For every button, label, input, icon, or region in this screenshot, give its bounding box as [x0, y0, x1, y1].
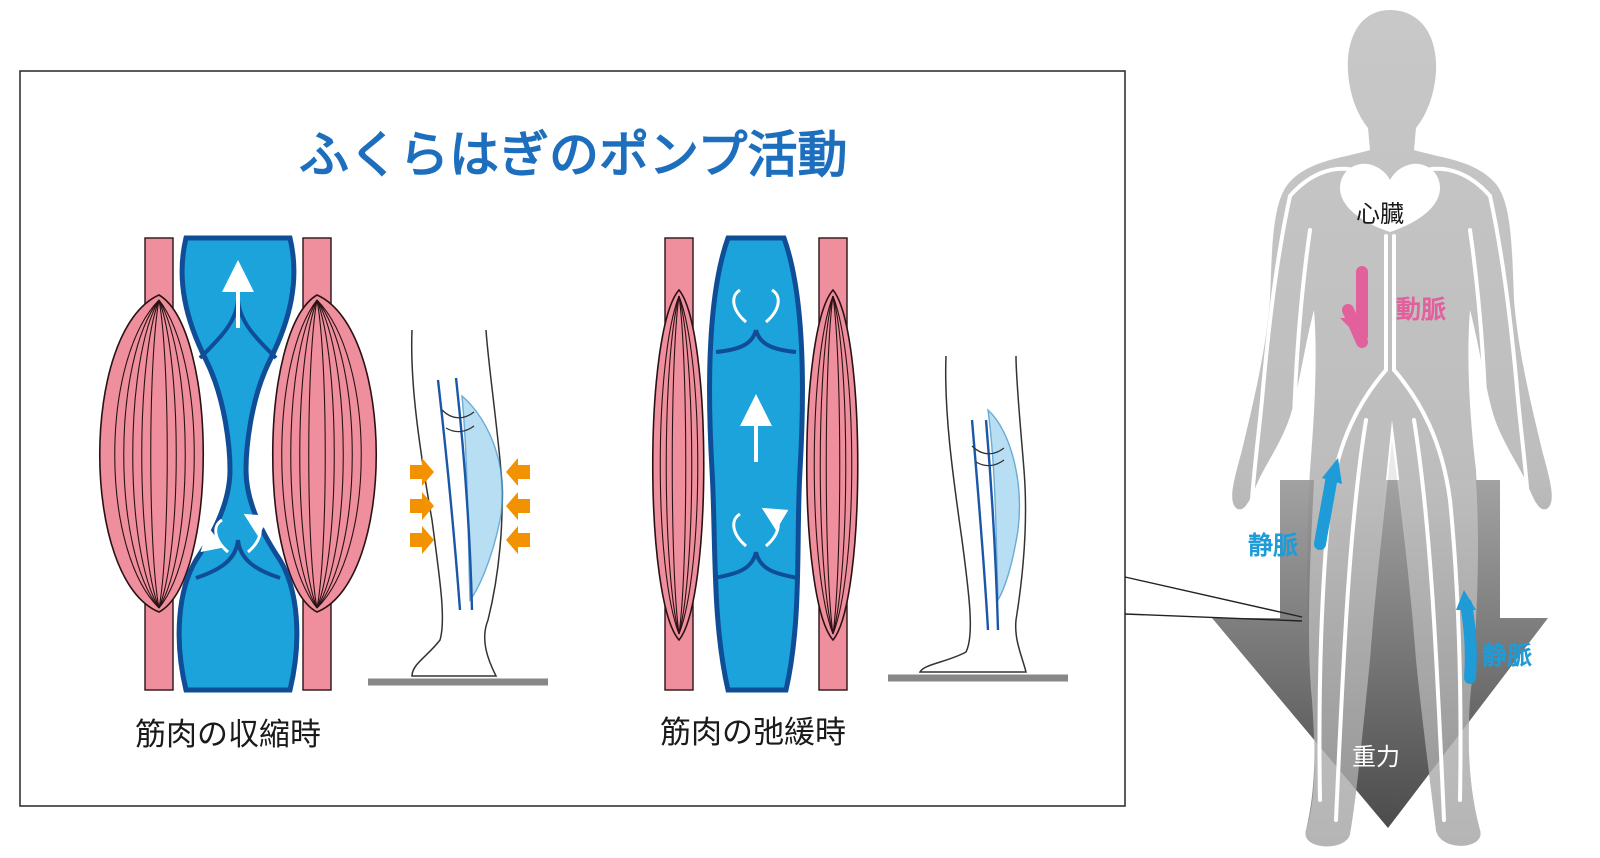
- heart-shape: [1340, 163, 1440, 232]
- contracted-muscle-right: [271, 237, 377, 691]
- relaxed-muscle-right: [805, 237, 859, 691]
- relaxed-swirl: [732, 288, 779, 548]
- vessel-network: [1250, 166, 1530, 822]
- pressure-arrow: [506, 458, 530, 486]
- callout-box: ふくらはぎのポンプ活動: [19, 70, 1303, 807]
- vein-arrow-left: [1314, 458, 1342, 550]
- pressure-arrow: [410, 526, 434, 554]
- caption-contraction: 筋肉の収縮時: [135, 717, 321, 753]
- relaxed-leg: [918, 355, 1027, 673]
- relaxed-muscle-left: [651, 237, 705, 691]
- relaxed-group: 筋肉の弛緩時: [651, 235, 1068, 751]
- artery-label: 動脈: [1396, 295, 1446, 324]
- heart-label: 心臓: [1356, 200, 1404, 228]
- human-body-figure: 心臓 動脈 静脈 静脈 重力: [1212, 10, 1552, 847]
- legs-overlay: [1305, 440, 1481, 847]
- contracted-swirl-right: [243, 513, 271, 554]
- diagram-title: ふくらはぎのポンプ活動: [299, 126, 848, 184]
- vein-label-right: 静脈: [1482, 641, 1532, 670]
- relaxed-valve-top: [715, 329, 797, 354]
- contracted-group: 筋肉の収縮時: [99, 235, 548, 753]
- pressure-arrow: [410, 492, 434, 520]
- pressure-arrow: [506, 526, 530, 554]
- relaxed-valve-bottom: [713, 551, 799, 580]
- zoom-line-bottom: [1124, 613, 1303, 622]
- caption-relaxation: 筋肉の弛緩時: [660, 715, 846, 751]
- vein-label-left: 静脈: [1248, 531, 1298, 560]
- contracted-swirl-left: [210, 518, 230, 552]
- relaxed-vein: [707, 235, 805, 693]
- contracted-valve-bottom: [195, 539, 281, 580]
- artery-arrow: [1340, 266, 1368, 348]
- zoom-line-top: [1124, 576, 1303, 618]
- contracted-leg: [410, 329, 504, 677]
- pressure-arrows: [410, 458, 530, 554]
- gravity-label: 重力: [1352, 743, 1400, 771]
- contracted-muscle-left: [99, 237, 205, 691]
- pressure-arrow: [506, 492, 530, 520]
- vein-arrow-right: [1456, 590, 1477, 684]
- pressure-arrow: [410, 458, 434, 486]
